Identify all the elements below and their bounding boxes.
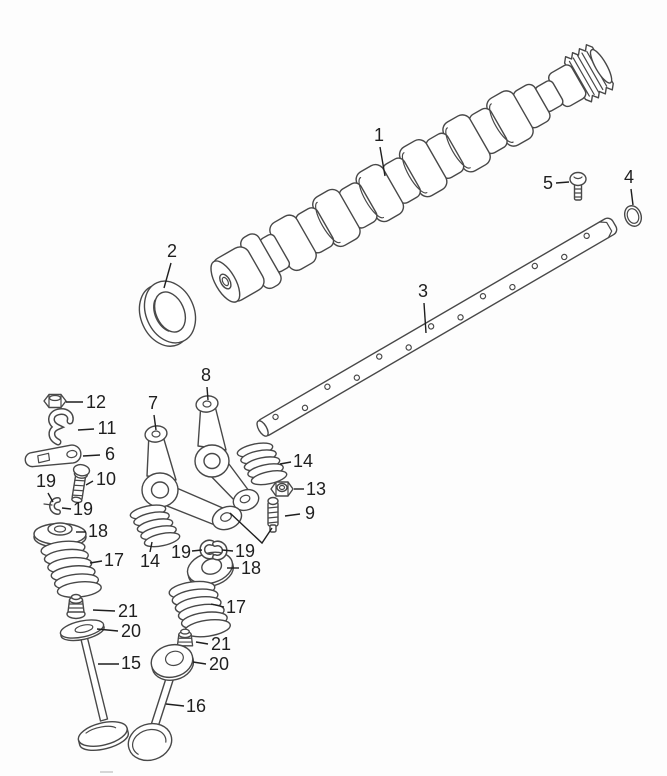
leader-line-20-right — [192, 661, 207, 665]
part-label-19-top-left: 19 — [36, 471, 56, 491]
part-label-20-left: 20 — [121, 621, 141, 641]
seal-ring-drawing — [138, 280, 197, 347]
clip-11-drawing — [48, 408, 74, 446]
part-label-10: 10 — [96, 469, 116, 489]
leader-line-9 — [284, 513, 301, 517]
part-label-21-left: 21 — [118, 601, 138, 621]
valve-15-drawing — [77, 630, 129, 752]
part-label-13: 13 — [306, 479, 326, 499]
nut-12-drawing — [43, 393, 67, 409]
leader-line-4 — [630, 188, 634, 206]
leader-line-20-left — [96, 628, 119, 632]
leader-line-14-left — [149, 541, 153, 553]
part-label-14-left: 14 — [140, 551, 160, 571]
part-label-21-right: 21 — [211, 634, 231, 654]
nut-13-drawing — [270, 481, 294, 497]
leader-line-16 — [165, 703, 185, 707]
part-label-4: 4 — [624, 167, 634, 187]
leader-line-21-left — [92, 609, 116, 612]
part-label-19-mid-left: 19 — [171, 542, 191, 562]
screw-10-drawing — [71, 463, 91, 504]
part-label-12: 12 — [86, 392, 106, 412]
o-ring-drawing — [623, 205, 643, 227]
screw-5-drawing — [569, 171, 587, 201]
part-label-19-left: 19 — [73, 499, 93, 519]
rocker-arm-7-drawing — [141, 425, 243, 531]
leader-line-19-mid-right — [221, 549, 234, 552]
seal-21-right-drawing — [176, 628, 194, 647]
leader-line-1 — [379, 146, 386, 177]
rocker-arm-8-drawing — [194, 395, 260, 512]
part-label-7: 7 — [148, 393, 158, 413]
spring-17-left-drawing — [40, 540, 102, 599]
leader-line-17-left — [89, 560, 103, 564]
leader-line-3 — [423, 302, 427, 334]
part-label-9: 9 — [305, 503, 315, 523]
part-label-19-mid-right: 19 — [235, 541, 255, 561]
leader-line-19-left — [61, 507, 72, 510]
cotter-19-left-drawing — [43, 497, 61, 515]
leader-line-5 — [555, 181, 570, 184]
spring-14-left-drawing — [129, 504, 181, 548]
leader-line-17-right — [210, 603, 225, 608]
part-label-16: 16 — [186, 696, 206, 716]
leader-line-6 — [82, 454, 101, 457]
part-label-17-right: 17 — [226, 597, 246, 617]
leader-line-8 — [206, 386, 209, 401]
leader-line-14-upper — [279, 461, 292, 465]
part-label-17-left: 17 — [104, 550, 124, 570]
part-label-5: 5 — [543, 173, 553, 193]
part-label-11: 11 — [98, 418, 117, 438]
part-label-15: 15 — [121, 653, 141, 673]
rocker-shaft-drawing — [256, 217, 618, 437]
leader-line-19-mid-left — [191, 549, 203, 552]
part-label-2: 2 — [167, 241, 177, 261]
leader-line-7 — [153, 414, 157, 431]
leader-line-2 — [163, 262, 172, 289]
valve-16-drawing — [127, 665, 178, 762]
cotter-19-pair-drawing — [199, 539, 228, 561]
part-label-3: 3 — [418, 281, 428, 301]
part-label-1: 1 — [374, 125, 384, 145]
part-label-18-right: 18 — [241, 558, 261, 578]
leader-line-19-top-left — [47, 492, 54, 503]
part-label-20-right: 20 — [209, 654, 229, 674]
seal-21-left-drawing — [66, 593, 86, 620]
leader-line-10 — [85, 480, 94, 486]
washer-20-right-drawing — [150, 643, 195, 681]
screw-9-drawing — [267, 496, 279, 533]
part-label-6: 6 — [105, 444, 115, 464]
leader-line-21-right — [195, 641, 209, 645]
pad-6-drawing — [24, 444, 82, 468]
part-label-18-left: 18 — [88, 521, 108, 541]
camshaft-drawing — [210, 44, 614, 303]
spring-17-right-drawing — [168, 580, 231, 638]
spring-14-upper-drawing — [236, 442, 288, 486]
washer-20-left-drawing — [59, 619, 105, 642]
leader-line-11 — [77, 428, 95, 431]
part-label-8: 8 — [201, 365, 211, 385]
assembly-leader-line — [229, 512, 273, 545]
part-label-14-upper: 14 — [293, 451, 313, 471]
